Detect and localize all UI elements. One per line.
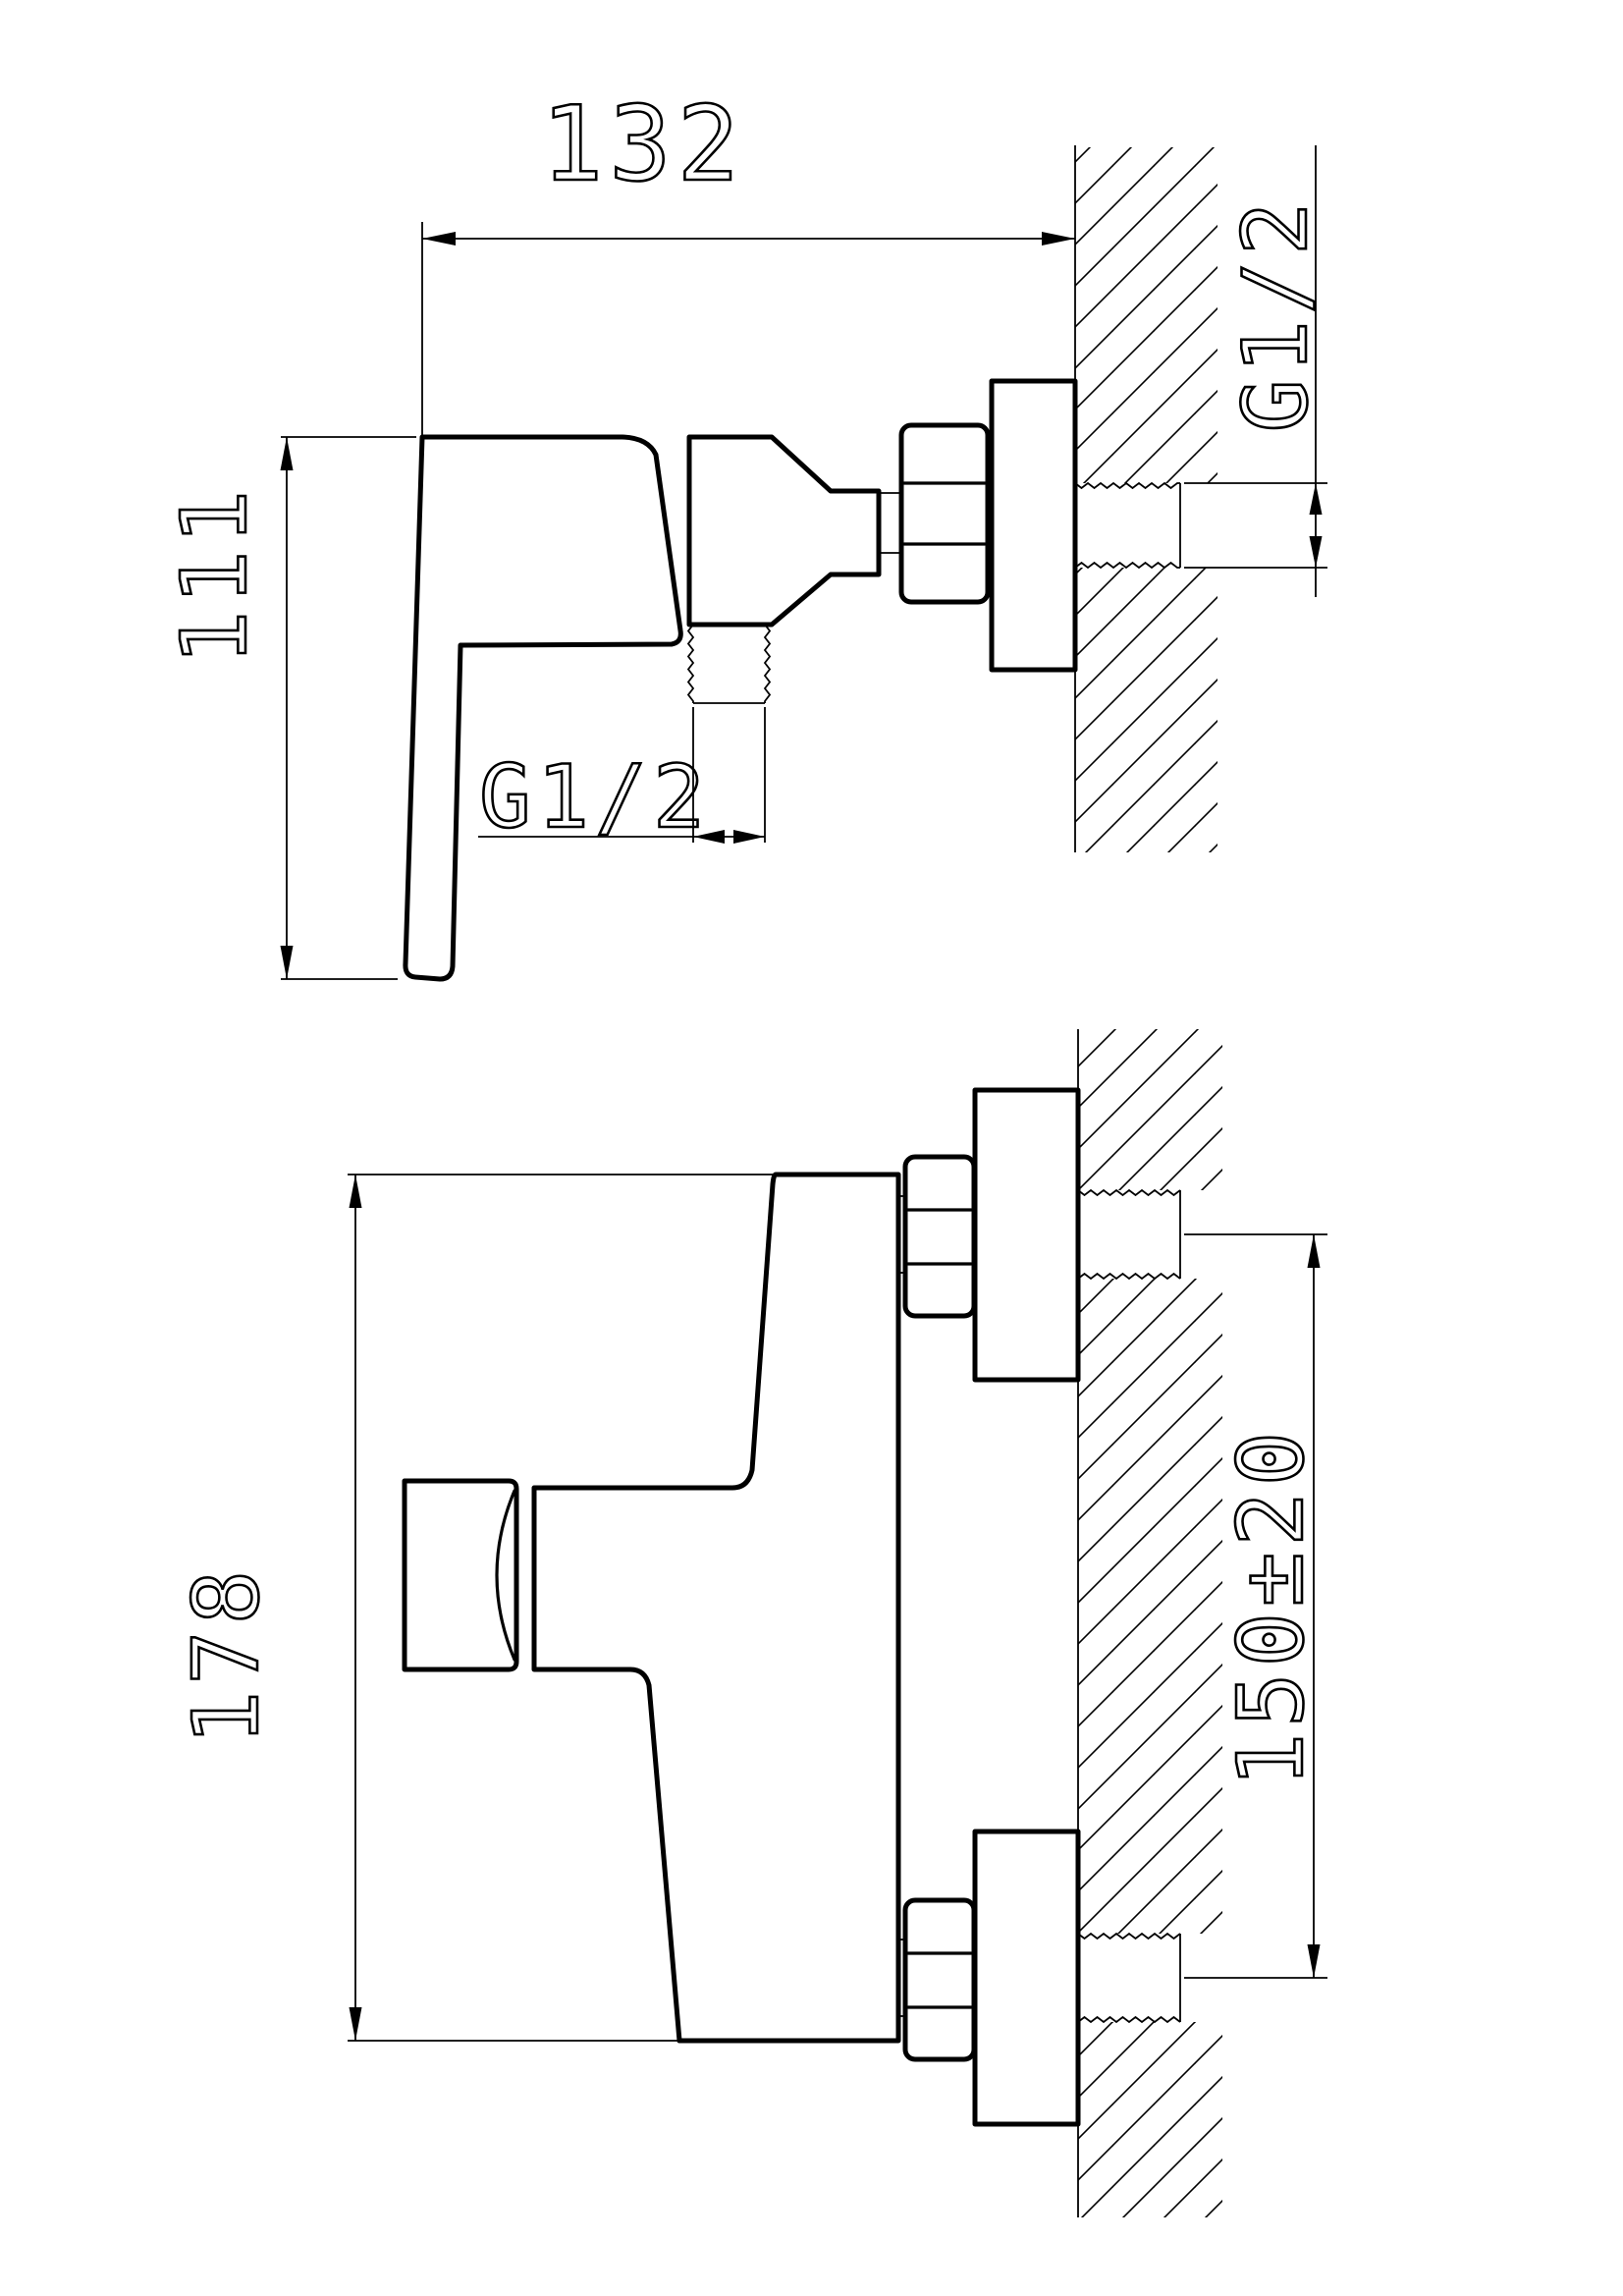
arrowhead-up (280, 437, 294, 470)
wall-flange-front-bottom (972, 1829, 1081, 2127)
dim-111-label: 111 (162, 484, 267, 665)
front-view: 178 (173, 1029, 1327, 2217)
outlet-thread (686, 624, 772, 704)
arrowhead-down (1309, 536, 1323, 568)
mixer-body-side (686, 434, 882, 628)
dim-178-label: 178 (174, 1564, 279, 1745)
handle-front (402, 1478, 519, 1672)
arrowhead-up (349, 1175, 362, 1208)
wall-flange-front-top (972, 1087, 1081, 1383)
dim-150-label: 150±20 (1218, 1426, 1324, 1787)
arrowhead-down (280, 946, 294, 979)
mixer-body-front (531, 1172, 901, 2044)
dim-111: 111 (161, 436, 416, 980)
arrowhead-up (1309, 483, 1323, 515)
arrowhead-down (1307, 1944, 1321, 1978)
arrowhead-right (1042, 232, 1075, 246)
arrowhead-up (1307, 1234, 1321, 1268)
dim-178: 178 (173, 1174, 774, 2042)
wall-section-hatch-front-view (1077, 1029, 1222, 2217)
union-nut-front-bottom (902, 1897, 977, 2062)
wall-flange-side (989, 378, 1078, 673)
top-view: 132 111 G1/2 (161, 83, 1328, 982)
outlet-thread-label: G1/2 (479, 746, 711, 847)
dim-outlet-g12: G1/2 (478, 707, 766, 848)
dim-inlet-g12: G1/2 (1184, 145, 1328, 597)
arrowhead-down (349, 2007, 362, 2041)
dim-132-label: 132 (541, 84, 745, 204)
wall-section-hatch-top-view (1074, 145, 1217, 852)
arrowhead-left (422, 232, 456, 246)
union-nut-side (898, 422, 991, 605)
bottom-union-front (898, 1829, 1181, 2127)
dim-132: 132 (421, 83, 1075, 440)
handle-lever-side (403, 434, 683, 982)
inlet-thread-label: G1/2 (1224, 196, 1327, 433)
top-union-front (898, 1087, 1181, 1383)
wall-thread-side (1074, 481, 1181, 570)
dim-150: 150±20 (1184, 1233, 1327, 1979)
arrowhead-right (733, 830, 765, 844)
arrowhead-left (693, 830, 725, 844)
lever-curve (495, 1489, 516, 1662)
union-nut-front-top (902, 1154, 977, 1319)
